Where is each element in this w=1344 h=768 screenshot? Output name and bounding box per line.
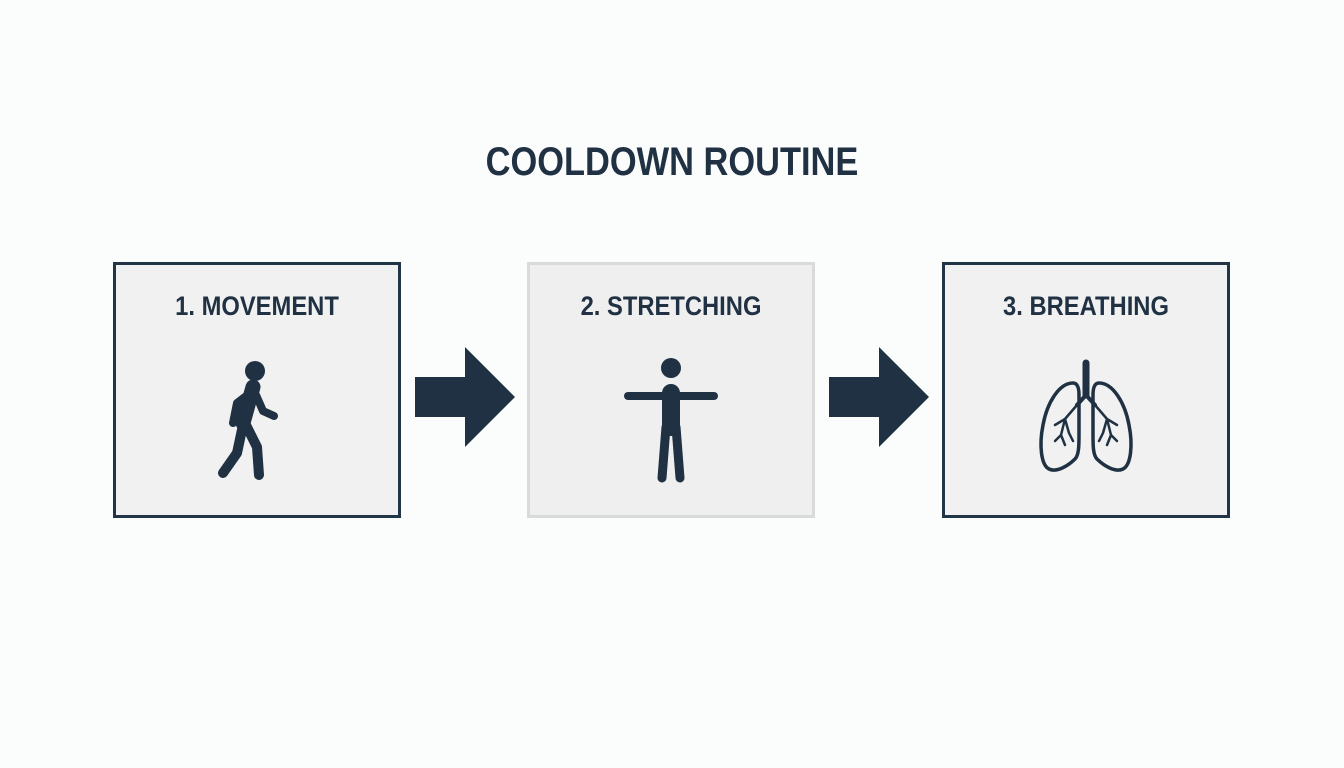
step-box-breathing: 3. BREATHING xyxy=(942,262,1230,518)
arrow-right-icon xyxy=(413,345,517,449)
step-label-movement: 1. MOVEMENT xyxy=(175,291,339,321)
step-box-stretching: 2. STRETCHING xyxy=(527,262,815,518)
step-label-breathing: 3. BREATHING xyxy=(1003,291,1169,321)
lungs-icon xyxy=(945,355,1227,485)
step-box-movement: 1. MOVEMENT xyxy=(113,262,401,518)
arrow-right-icon xyxy=(827,345,931,449)
arms-out-person-icon xyxy=(530,355,812,485)
step-label-stretching: 2. STRETCHING xyxy=(580,291,762,321)
diagram-title: COOLDOWN ROUTINE xyxy=(485,140,859,184)
walking-person-icon xyxy=(116,355,398,485)
